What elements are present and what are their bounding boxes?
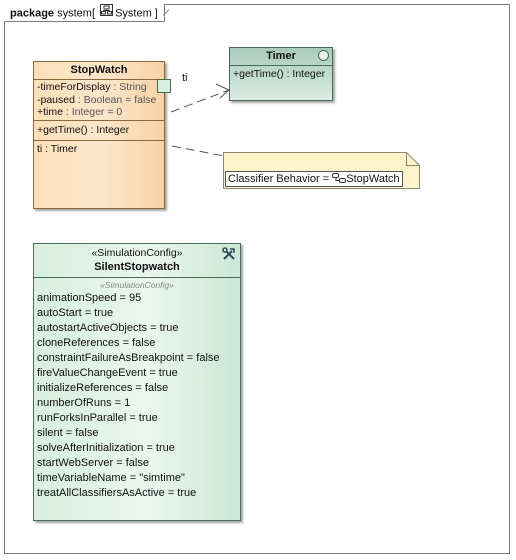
state-machine-icon xyxy=(332,173,347,185)
operation-row[interactable]: +getTime() : Integer xyxy=(233,68,326,80)
stopwatch-class-name: StopWatch xyxy=(34,62,164,80)
config-property[interactable]: timeVariableName = "simtime" xyxy=(37,472,185,484)
note-text: Classifier Behavior = StopWatch xyxy=(225,171,403,187)
config-property[interactable]: constraintFailureAsBreakpoint = false xyxy=(37,352,220,364)
package-keyword: package xyxy=(10,7,55,20)
note-prefix: Classifier Behavior = xyxy=(228,173,333,185)
package-frame-tab[interactable]: package system[ System ] xyxy=(4,4,165,22)
dependency-line xyxy=(170,89,230,113)
timer-class-name: Timer xyxy=(266,50,296,62)
part-row[interactable]: ti : Timer xyxy=(37,143,78,155)
attribute-type: : String xyxy=(110,81,147,93)
classifier-behavior-note[interactable]: Classifier Behavior = StopWatch xyxy=(223,152,420,189)
config-property[interactable]: initializeReferences = false xyxy=(37,382,169,394)
timer-class[interactable]: Timer +getTime() : Integer xyxy=(229,47,333,101)
simulation-config[interactable]: «SimulationConfig» SilentStopwatch «Simu… xyxy=(33,243,241,521)
note-anchor-line xyxy=(171,145,225,157)
attribute-name: +time xyxy=(37,106,63,118)
attribute-row[interactable]: -timeForDisplay : String xyxy=(37,81,161,94)
stopwatch-operations: +getTime() : Integer xyxy=(34,121,164,141)
attribute-name: -timeForDisplay xyxy=(37,81,111,93)
config-property[interactable]: cloneReferences = false xyxy=(37,337,156,349)
config-property[interactable]: silent = false xyxy=(37,427,99,439)
package-diagram-icon xyxy=(100,4,114,21)
config-property[interactable]: numberOfRuns = 1 xyxy=(37,397,131,409)
config-property[interactable]: animationSpeed = 95 xyxy=(37,292,142,304)
diagram-name: System xyxy=(115,7,152,20)
stopwatch-attributes: -timeForDisplay : String -paused : Boole… xyxy=(34,80,164,121)
attribute-name: -paused xyxy=(37,93,75,106)
config-property[interactable]: treatAllClassifiersAsActive = true xyxy=(37,487,197,499)
attribute-row[interactable]: +time : Integer = 0 xyxy=(37,106,161,119)
attribute-type: : Integer = 0 xyxy=(62,106,123,118)
attribute-type: : Boolean = false xyxy=(74,93,157,106)
simconfig-properties: animationSpeed = 95 autoStart = true aut… xyxy=(34,290,240,502)
config-property[interactable]: runForksInParallel = true xyxy=(37,412,158,424)
simconfig-stereotype: «SimulationConfig» xyxy=(91,247,183,259)
package-name: system xyxy=(57,7,92,20)
simconfig-compartment-stereotype: «SimulationConfig» xyxy=(100,280,174,290)
port-ti[interactable] xyxy=(157,79,171,93)
port-label: ti xyxy=(182,72,188,84)
timer-class-header: Timer xyxy=(230,48,332,66)
note-slot: Classifier Behavior = StopWatch xyxy=(225,171,403,187)
simconfig-name: SilentStopwatch xyxy=(94,261,180,273)
simconfig-header: «SimulationConfig» SilentStopwatch xyxy=(34,244,240,278)
active-class-icon xyxy=(318,50,329,61)
attribute-row[interactable]: -paused : Boolean = false xyxy=(37,94,161,107)
operation-row[interactable]: +getTime() : Integer xyxy=(37,123,130,136)
stopwatch-parts: ti : Timer xyxy=(34,141,164,158)
timer-operations: +getTime() : Integer xyxy=(230,66,332,83)
config-property[interactable]: startWebServer = false xyxy=(37,457,149,469)
config-property[interactable]: autostartActiveObjects = true xyxy=(37,322,179,334)
config-property[interactable]: fireValueChangeEvent = true xyxy=(37,367,178,379)
config-property[interactable]: autoStart = true xyxy=(37,307,114,319)
note-value: StopWatch xyxy=(346,173,400,185)
config-property[interactable]: solveAfterInitialization = true xyxy=(37,442,175,454)
tools-icon xyxy=(222,247,236,264)
stopwatch-class[interactable]: StopWatch -timeForDisplay : String -paus… xyxy=(33,61,165,209)
